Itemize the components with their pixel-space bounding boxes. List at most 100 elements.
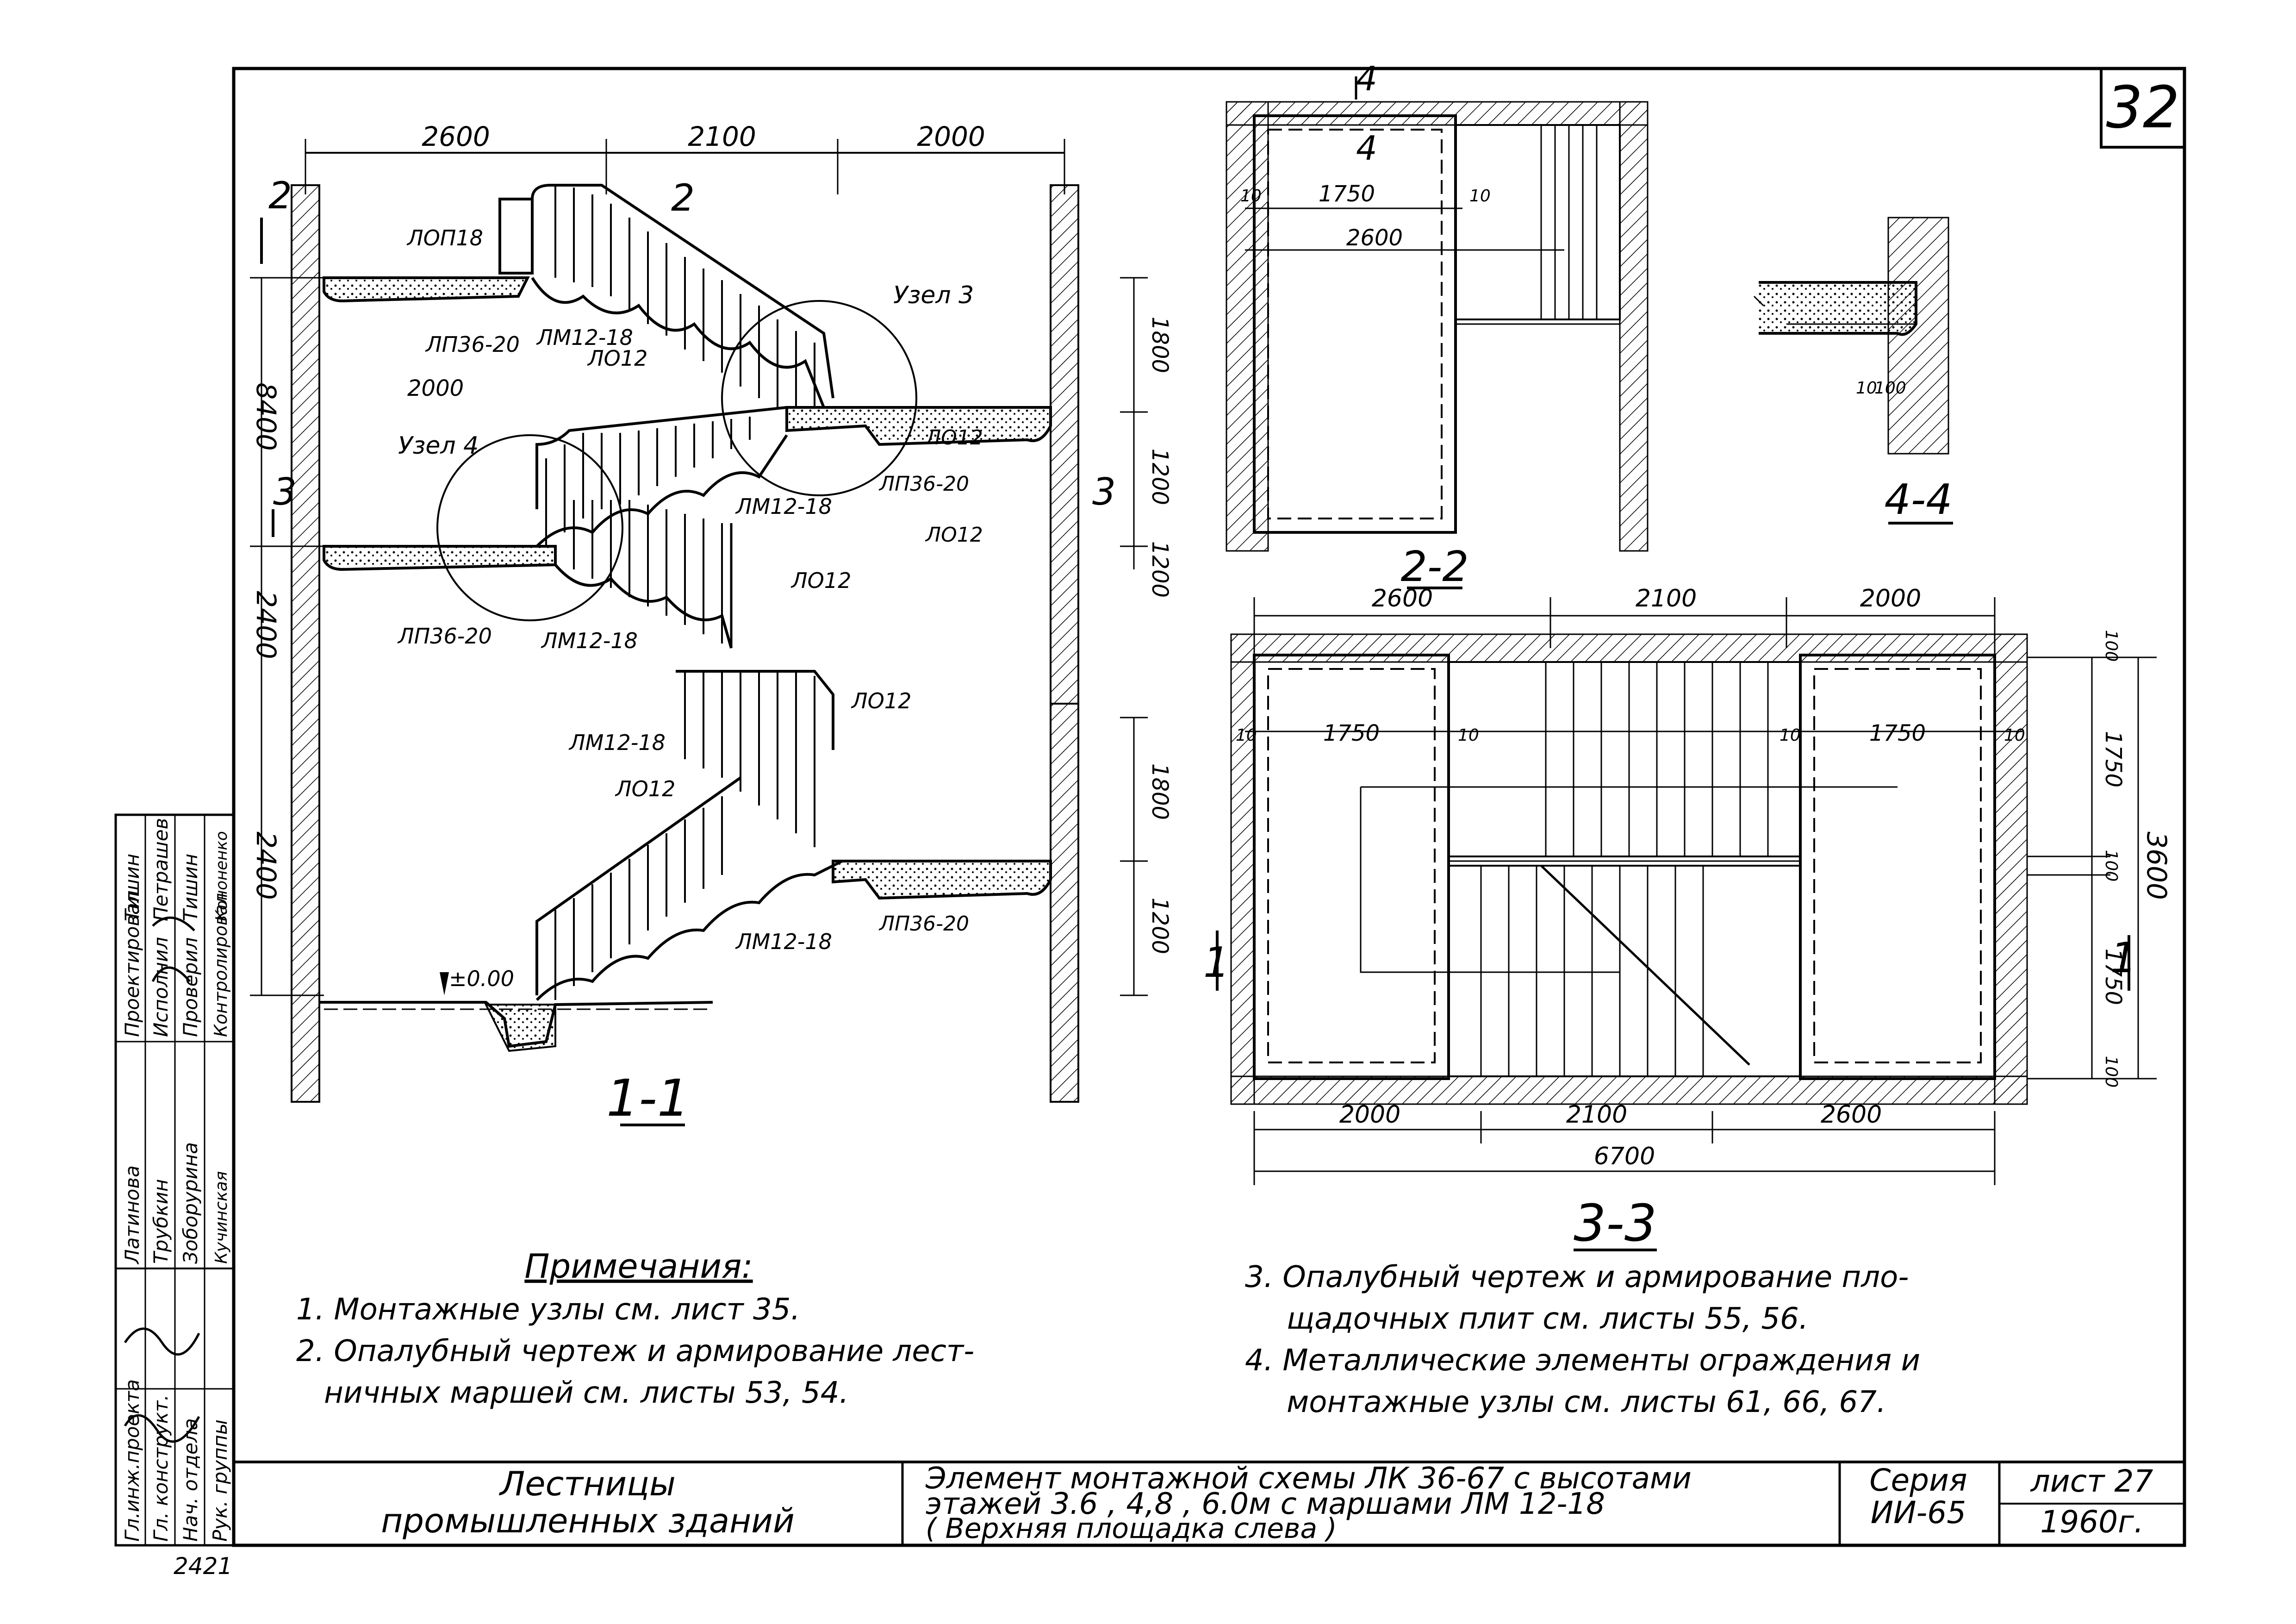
wall-3-3-bottom xyxy=(1230,1075,2028,1105)
section-1-1: 2600 2100 2000 8400 2400 2400 1800 1200 … xyxy=(250,121,1173,1128)
series-value: ИИ-65 xyxy=(1871,1495,1966,1530)
cut-mark-2-left: 2 xyxy=(268,174,292,217)
stamp-role-6: Исполнил xyxy=(149,937,172,1037)
platform-2-2 xyxy=(1253,114,1457,534)
dim-3-3-r100-b: 100 xyxy=(2102,850,2121,882)
title-main-2: этажей 3.6 , 4,8 , 6.0м с маршами ЛМ 12-… xyxy=(926,1487,1605,1521)
list-number: лист 27 xyxy=(2030,1463,2153,1499)
approval-stamp: Гл.инж.проекта Гл. конструкт. Нач. отдел… xyxy=(114,813,235,1580)
stamp-role-8: Контролировал xyxy=(211,893,231,1037)
dim-3-3-r100-a: 100 xyxy=(2102,630,2121,662)
stamp-role-5: Проектировал xyxy=(121,890,143,1037)
dim-3-3-10-b: 10 xyxy=(1458,726,1479,745)
dim-8400: 8400 xyxy=(250,382,282,451)
label-lp36-20-upper: ЛП36-20 xyxy=(425,332,520,357)
platform-2-2-inner xyxy=(1267,129,1443,519)
label-lm12-18-ground: ЛМ12-18 xyxy=(735,929,832,954)
stamp-name-5: Тишин xyxy=(121,854,143,921)
stamp-role-4: Рук. группы xyxy=(209,1419,231,1542)
sheet-number: 32 xyxy=(2106,74,2179,141)
dim-3-3-10-d: 10 xyxy=(2004,726,2025,745)
note-3a: 3. Опалубный чертеж и армирование пло- xyxy=(1245,1260,1909,1294)
upper-flight-soffit xyxy=(531,277,825,408)
section-3-3-caption: 3-3 xyxy=(1574,1193,1657,1253)
dim-r1800-a: 1800 xyxy=(1147,317,1173,373)
wall-3-3-left xyxy=(1230,633,1255,1105)
descending-flight-soffit xyxy=(554,564,733,649)
dim-2000-inner: 2000 xyxy=(407,375,464,401)
dim-3-3-total-6700: 6700 xyxy=(1594,1143,1655,1170)
signature-scribble xyxy=(124,916,200,1443)
section-4-4-caption: 4-4 xyxy=(1885,475,1953,524)
year: 1960г. xyxy=(2040,1504,2144,1540)
sheet-number-box xyxy=(2100,67,2186,149)
title-left-1: Лестницы xyxy=(498,1464,676,1503)
leader-lines-3-3 xyxy=(1360,786,1898,973)
dim-r1200-b: 1200 xyxy=(1147,541,1173,598)
railing-upper xyxy=(531,184,834,399)
dim-r1800-b: 1800 xyxy=(1147,763,1173,820)
archive-code: 2421 xyxy=(174,1553,232,1580)
slab-4-4 xyxy=(1759,281,1917,336)
sheet-frame xyxy=(232,67,2186,1547)
wall-right-upper xyxy=(1050,184,1079,705)
dim-3-3-bot-2600: 2600 xyxy=(1821,1101,1882,1129)
dim-3-3-bot-2100: 2100 xyxy=(1566,1101,1627,1129)
label-lm12-18-mid: ЛМ12-18 xyxy=(735,494,832,519)
landing-slab-upper-left xyxy=(323,276,530,303)
stamp-name-3: Зоборурина xyxy=(179,1142,202,1264)
dim-3-3-top-2000: 2000 xyxy=(1860,585,1921,612)
dim-2100: 2100 xyxy=(688,121,756,152)
dim-4-4-10: 10 xyxy=(1856,379,1877,398)
landing-slab-ground-right xyxy=(832,860,1052,900)
label-lo12-right: ЛО12 xyxy=(925,523,983,547)
label-lo12-upper: ЛО12 xyxy=(587,346,647,371)
note-2b: ничных маршей см. листы 53, 54. xyxy=(324,1376,849,1410)
stamp-role-1: Гл.инж.проекта xyxy=(121,1379,143,1542)
cut-mark-4-top: 4 xyxy=(1356,59,1377,98)
stamp-name-2: Трубкин xyxy=(149,1179,172,1264)
notes: Примечания: 1. Монтажные узлы см. лист 3… xyxy=(296,1247,1920,1419)
wall-right-lower xyxy=(1050,703,1079,1103)
platform-3-3-right xyxy=(1799,654,1996,1080)
note-3b: щадочных плит см. листы 55, 56. xyxy=(1287,1302,1808,1336)
stamp-role-7: Проверил xyxy=(179,937,202,1037)
dim-3-3-3600: 3600 xyxy=(2141,831,2172,900)
section-3-3: 2600 2100 2000 1750 1750 10 10 10 10 xyxy=(1203,585,2172,1253)
note-4b: монтажные узлы см. листы 61, 66, 67. xyxy=(1287,1385,1886,1419)
dim-3-3-10-c: 10 xyxy=(1780,726,1801,745)
platform-3-3-left-inner xyxy=(1267,668,1436,1063)
cut-mark-2-top: 2 xyxy=(671,176,695,219)
railing-lower xyxy=(676,670,834,750)
stamp-role-2: Гл. конструкт. xyxy=(149,1394,172,1542)
label-lo12-left-lower: ЛО12 xyxy=(615,776,675,801)
label-lp36-20-mid: ЛП36-20 xyxy=(878,472,969,496)
label-lo12-mid: ЛО12 xyxy=(790,568,851,593)
dim-2-2-1750: 1750 xyxy=(1319,181,1375,207)
flight-3-3-lower xyxy=(1448,865,1801,1077)
platform-3-3-left xyxy=(1253,654,1450,1080)
label-lp36-20-lower: ЛП36-20 xyxy=(397,624,492,649)
title-main-3: ( Верхняя площадка слева ) xyxy=(926,1512,1337,1545)
flight-3-3-upper xyxy=(1448,661,1801,857)
node-3-circle xyxy=(721,300,917,496)
label-lm12-18-upper: ЛМ12-18 xyxy=(536,325,633,350)
label-lm12-18-lower: ЛМ12-18 xyxy=(541,628,638,653)
dim-3-3-r1750-a: 1750 xyxy=(2100,731,2126,787)
foundation xyxy=(484,1004,556,1052)
notes-heading: Примечания: xyxy=(524,1247,753,1286)
dim-3-3-r100-c: 100 xyxy=(2102,1056,2121,1088)
stamp-name-7: Тишин xyxy=(179,854,202,921)
dim-2000: 2000 xyxy=(917,121,985,152)
wall-2-2-left xyxy=(1226,101,1269,552)
dim-2400-a: 2400 xyxy=(250,591,282,659)
node-4-circle xyxy=(436,434,623,621)
landing-slab-mid-right xyxy=(785,406,1052,446)
railing-middle xyxy=(535,406,787,509)
label-node-3: Узел 3 xyxy=(893,281,974,309)
stamp-name-1: Латинова xyxy=(121,1165,143,1265)
section-1-1-caption: 1-1 xyxy=(606,1068,690,1128)
dim-2-2-2600: 2600 xyxy=(1346,225,1403,251)
dim-3-3-10-a: 10 xyxy=(1236,726,1257,745)
label-node-3-mark: ЛО12 xyxy=(925,426,983,450)
